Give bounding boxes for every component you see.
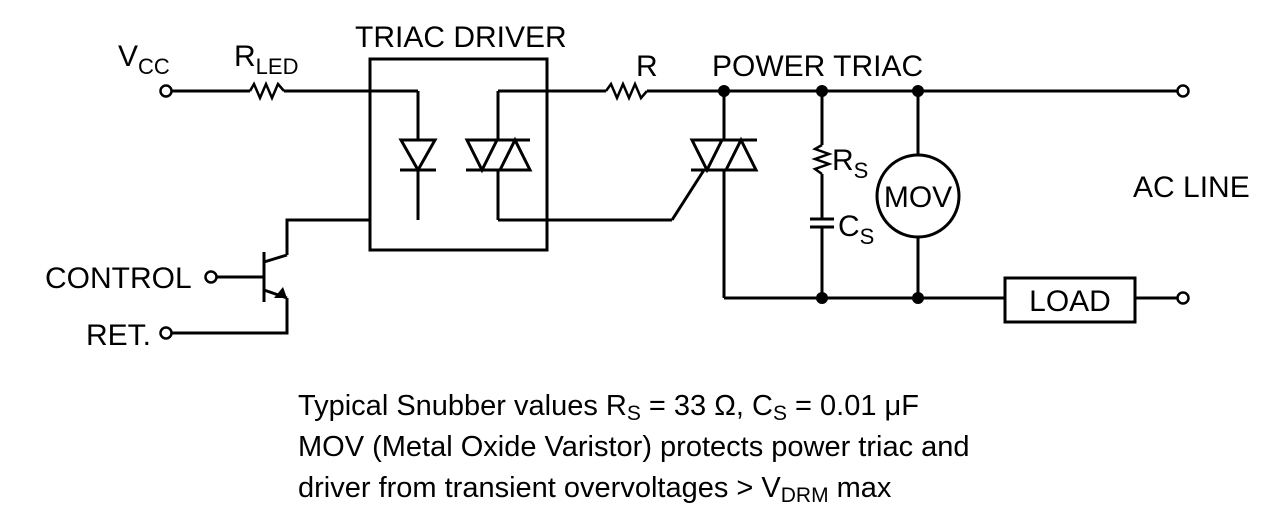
power-triac-label: POWER TRIAC [712,50,923,83]
control-transistor [172,218,370,335]
cs-label: CS [838,210,874,249]
snubber-branch [810,91,834,298]
mov-label: MOV [884,181,952,214]
opto-triac-symbol [464,89,706,222]
power-triac-symbol [689,91,759,298]
notes-line-2: MOV (Metal Oxide Varistor) protects powe… [298,431,970,463]
notes-line-1: Typical Snubber values RS = 33 Ω, CS = 0… [298,390,919,425]
junction-dot [816,85,828,97]
control-label: CONTROL [45,262,192,295]
control-terminal [204,270,218,284]
r-resistor [604,80,648,102]
rled-resistor [248,80,285,102]
ac-line-top-terminal [1176,84,1190,98]
junction-dot [816,292,828,304]
vcc-terminal [159,84,173,98]
rs-resistor [811,143,833,176]
mov-branch [875,91,961,298]
load-label: LOAD [1029,285,1111,318]
ac-line-label: AC LINE [1133,171,1250,204]
junction-dot [912,292,924,304]
notes-block: Typical Snubber values RS = 33 Ω, CS = 0… [298,386,970,509]
rled-label: RLED [234,40,298,79]
junction-dot [718,85,730,97]
ret-terminal [159,326,173,340]
vcc-wire [172,80,420,140]
ac-line-bottom-terminal [1176,291,1190,305]
rs-label: RS [832,144,868,183]
ret-label: RET. [86,319,151,352]
triac-driver-box [368,57,549,252]
junction-dot [912,85,924,97]
led-symbol [398,138,438,220]
vcc-label: VCC [118,40,170,79]
load-box [1003,276,1137,324]
triac-driver-label: TRIAC DRIVER [355,21,567,54]
notes-line-3: driver from transient overvoltages > VDR… [298,472,892,507]
r-label: R [636,50,658,83]
